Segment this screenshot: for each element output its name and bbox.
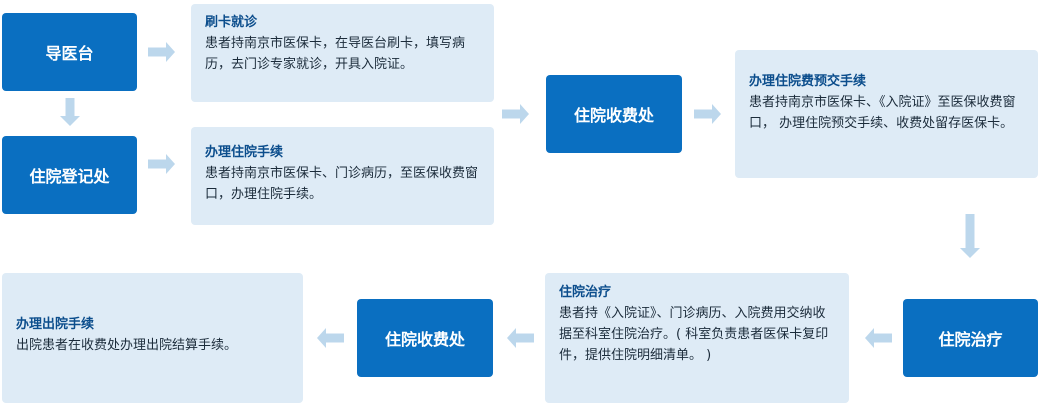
arrow-down-icon xyxy=(960,214,980,258)
arrow-right-icon xyxy=(148,42,175,62)
node-registration: 住院登记处 xyxy=(2,136,137,214)
card-admission-body: 患者持南京市医保卡、门诊病历，至医保收费窗口，办理住院手续。 xyxy=(205,166,479,202)
node-cashier-2: 住院收费处 xyxy=(357,299,493,377)
arrow-down-icon xyxy=(60,98,80,126)
card-admission-title: 办理住院手续 xyxy=(205,145,284,160)
card-deposit: 办理住院费预交手续 患者持南京市医保卡、《入院证》至医保收费窗口， 办理住院预交… xyxy=(735,50,1038,178)
card-treatment: 住院治疗 患者持《入院证》、门诊病历、入院费用交纳收据至科室住院治疗。( 科室负… xyxy=(545,273,849,403)
card-swipe-body: 患者持南京市医保卡，在导医台刷卡，填写病历，去门诊专家就诊，开具入院证。 xyxy=(205,36,466,72)
card-swipe: 刷卡就诊 患者持南京市医保卡，在导医台刷卡，填写病历，去门诊专家就诊，开具入院证… xyxy=(191,4,494,102)
node-daoyitai: 导医台 xyxy=(2,13,137,91)
card-treatment-body: 患者持《入院证》、门诊病历、入院费用交纳收据至科室住院治疗。( 科室负责患者医保… xyxy=(559,306,829,363)
card-discharge-body: 出院患者在收费处办理出院结算手续。 xyxy=(16,338,238,353)
node-treatment: 住院治疗 xyxy=(903,299,1038,377)
arrow-left-icon xyxy=(317,328,344,348)
card-admission: 办理住院手续 患者持南京市医保卡、门诊病历，至医保收费窗口，办理住院手续。 xyxy=(191,127,494,225)
arrow-right-icon xyxy=(148,154,175,174)
card-deposit-title: 办理住院费预交手续 xyxy=(749,74,867,89)
node-cashier-1: 住院收费处 xyxy=(546,75,682,153)
arrow-right-icon xyxy=(694,104,721,124)
card-deposit-body: 患者持南京市医保卡、《入院证》至医保收费窗口， 办理住院预交手续、收费处留存医保… xyxy=(749,95,1016,131)
arrow-left-icon xyxy=(865,328,892,348)
arrow-right-icon xyxy=(502,104,529,124)
card-discharge-title: 办理出院手续 xyxy=(16,317,95,332)
card-treatment-title: 住院治疗 xyxy=(559,285,612,300)
card-swipe-title: 刷卡就诊 xyxy=(205,15,258,30)
card-discharge: 办理出院手续 出院患者在收费处办理出院结算手续。 xyxy=(2,273,303,403)
arrow-left-icon xyxy=(507,328,534,348)
